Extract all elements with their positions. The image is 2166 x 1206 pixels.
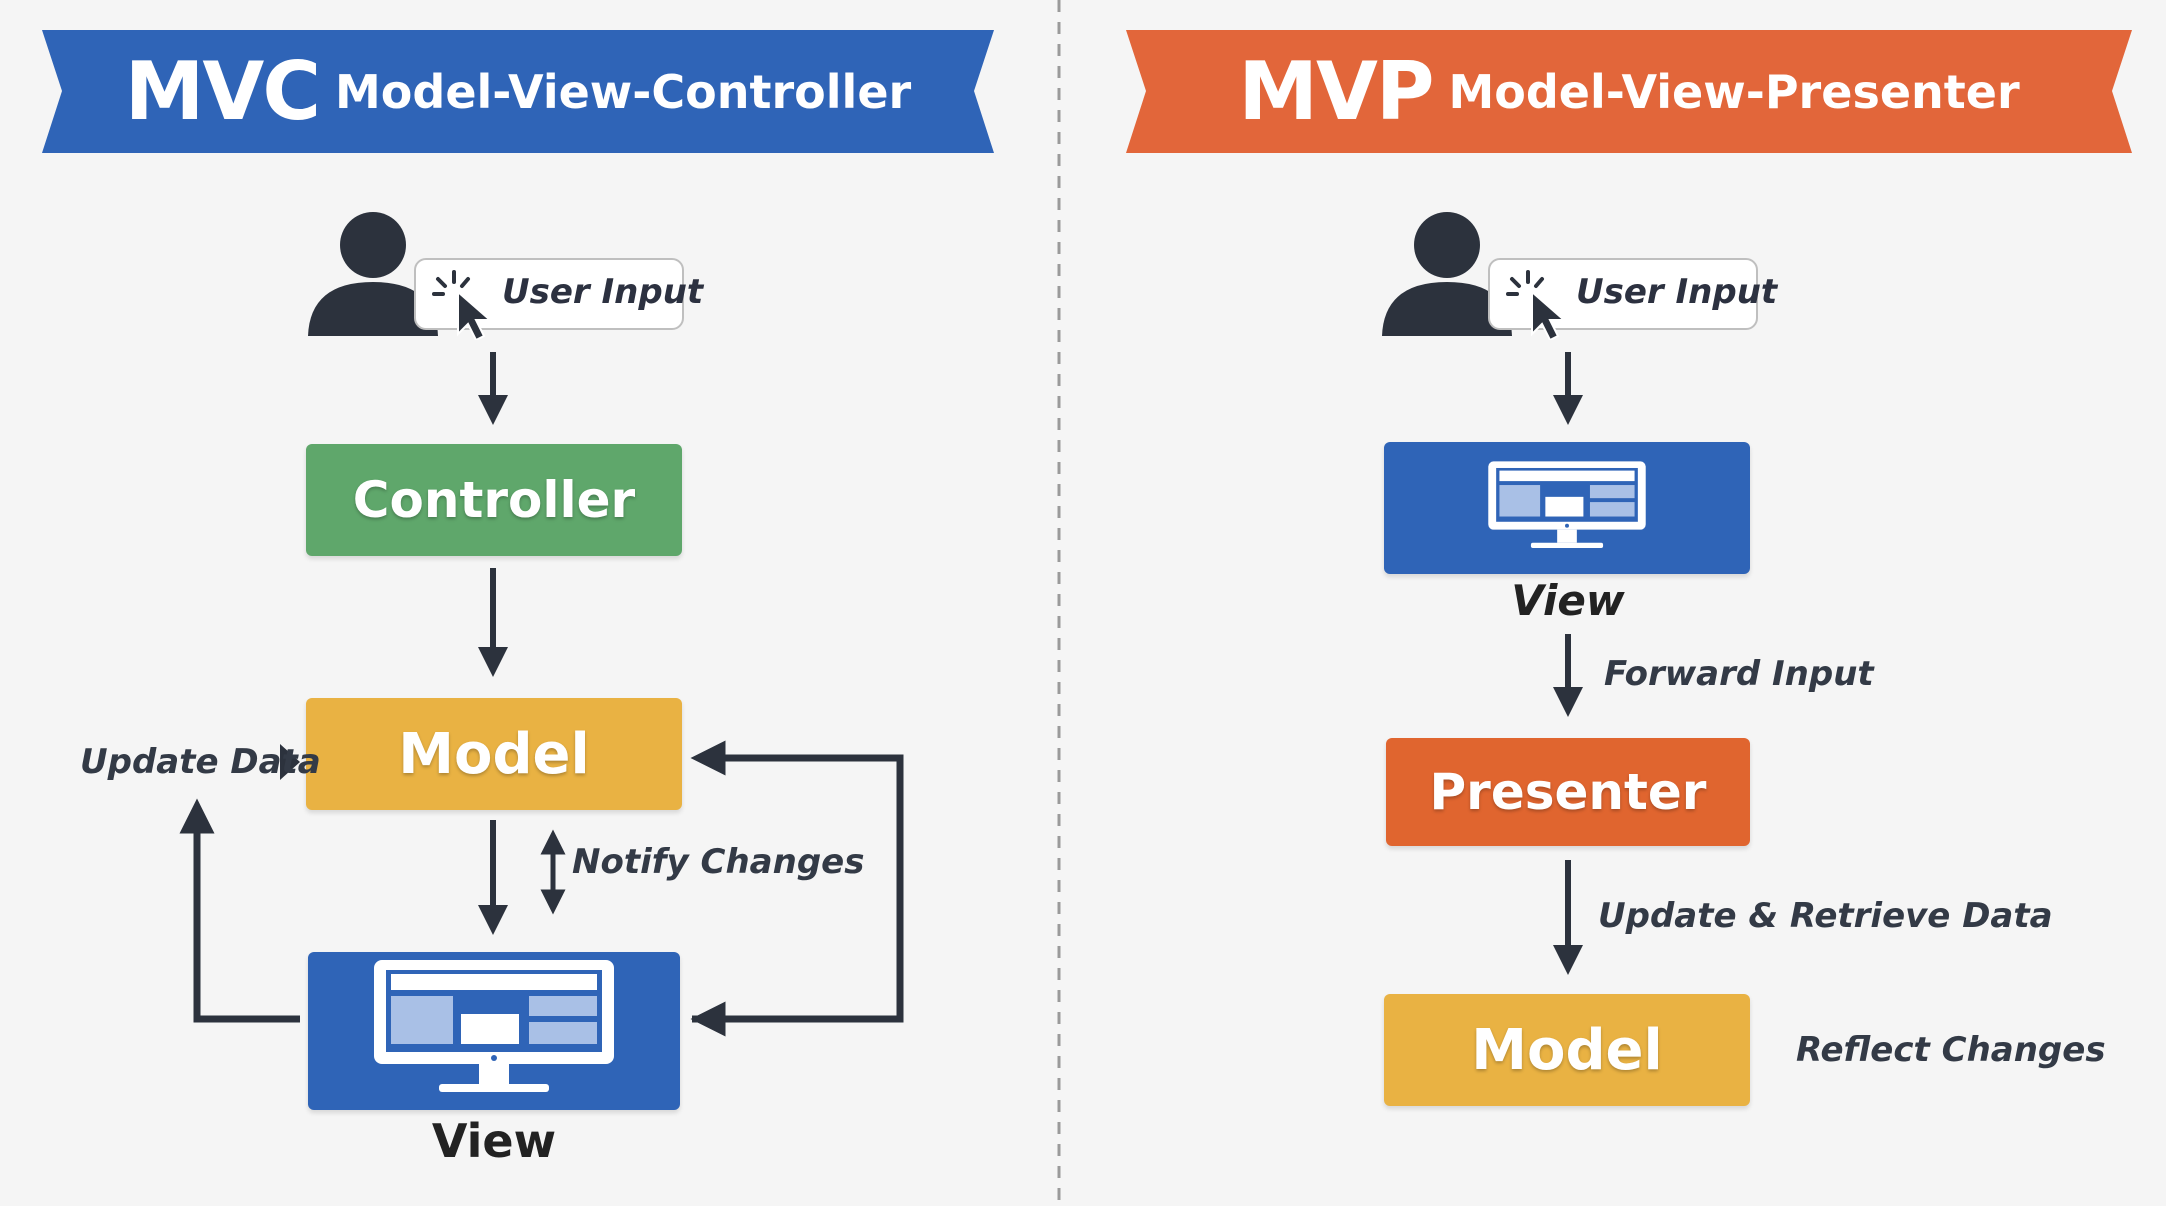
model-box: Model <box>1384 994 1750 1106</box>
user-icon <box>1382 212 1512 336</box>
reflect-changes-label: Reflect Changes <box>1796 1030 2106 1070</box>
update-retrieve-label: Update & Retrieve Data <box>1598 896 2053 936</box>
arrow-view-to-update-data <box>179 798 300 1023</box>
view-box <box>308 952 680 1110</box>
view-caption: View <box>1511 576 1625 625</box>
mvp-banner-title: Model-View-Presenter <box>1448 64 2020 119</box>
model-label: Model <box>398 721 590 787</box>
model-label: Model <box>1471 1017 1663 1083</box>
view-box <box>1384 442 1750 574</box>
controller-box: Controller <box>306 444 682 556</box>
model-box: Model <box>306 698 682 810</box>
presenter-label: Presenter <box>1429 763 1707 821</box>
controller-label: Controller <box>352 471 636 529</box>
mvc-banner: MVC Model-View-Controller <box>42 30 994 153</box>
mvc-banner-title: Model-View-Controller <box>335 64 912 119</box>
monitor-icon <box>374 960 614 1092</box>
center-divider <box>1057 0 1061 1206</box>
mvc-banner-acronym: MVC <box>124 45 321 138</box>
user-input-label: User Input <box>1576 272 1778 312</box>
user-input-label: User Input <box>502 272 704 312</box>
notify-changes-label: Notify Changes <box>572 842 865 882</box>
cursor-click-icon <box>432 270 493 340</box>
mvp-banner: MVP Model-View-Presenter <box>1126 30 2132 153</box>
monitor-icon <box>1488 461 1646 549</box>
view-caption: View <box>431 1114 557 1168</box>
update-data-label: Update Data <box>80 742 321 782</box>
user-icon <box>308 212 438 336</box>
forward-input-label: Forward Input <box>1604 654 1874 694</box>
update-data-pointer <box>280 744 300 780</box>
mvp-banner-acronym: MVP <box>1238 45 1434 138</box>
presenter-box: Presenter <box>1386 738 1750 846</box>
mvc-arrows <box>179 352 904 1037</box>
arrow-right-loop-to-model <box>690 740 904 1023</box>
cursor-click-icon <box>1506 270 1567 340</box>
